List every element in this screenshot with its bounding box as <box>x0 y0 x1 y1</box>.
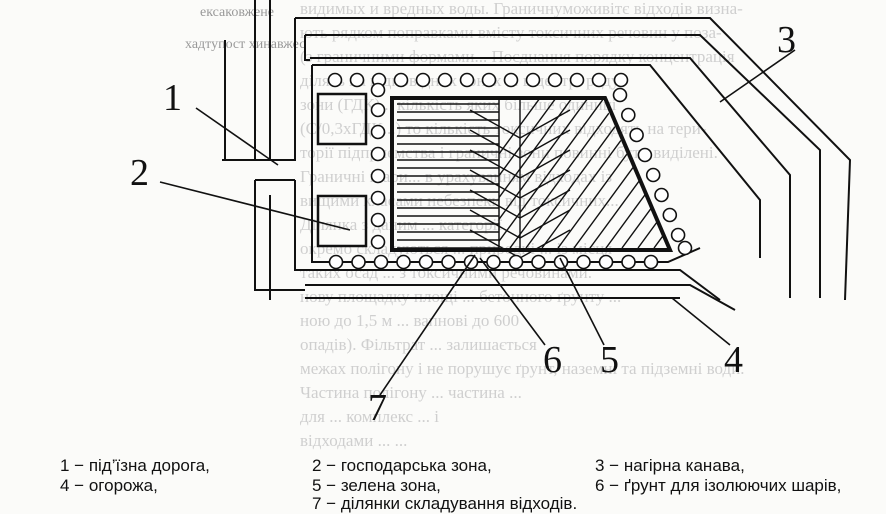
tree-circle <box>591 72 607 88</box>
tree-circle <box>662 207 678 223</box>
building-lower <box>316 194 368 248</box>
green-zone-trees <box>327 72 693 270</box>
tree-circle <box>327 72 343 88</box>
hatch-herringbone <box>469 100 571 259</box>
tree-circle <box>370 168 386 184</box>
scan-text-line: видимых и вредных воды. Граничнуможивітє… <box>300 0 743 18</box>
tree-circle <box>370 212 386 228</box>
tree-circle <box>620 107 636 123</box>
tree-circle <box>351 254 366 270</box>
tree-circle <box>645 167 661 183</box>
tree-circle <box>576 254 591 270</box>
legend-item-6: 6 − ґрунт для ізолюючих шарів, <box>595 476 842 495</box>
scan-text-line: опадів). Фільтрат ... залишається <box>300 335 537 354</box>
site-contours <box>222 0 852 311</box>
tree-circle <box>349 72 365 88</box>
tree-circle <box>508 254 524 270</box>
tree-circle <box>629 127 644 143</box>
callout-4: 4 <box>724 339 743 381</box>
landfill-scheme-diagram: ексаковжене хадтупост хинавжес <box>130 0 852 429</box>
tree-circle <box>503 72 519 88</box>
tree-circle <box>677 240 693 256</box>
scan-text-line: нову площадку площі ... бетонного ґрунту… <box>300 287 621 306</box>
storage-area-outline <box>390 96 674 252</box>
header-label-2: хадтупост хинавжес <box>185 37 305 52</box>
tree-circle <box>370 82 386 98</box>
scan-text-line: (з граничними формами... Поєднання поряд… <box>300 47 735 66</box>
tree-circle <box>441 254 456 270</box>
scan-text-line: для ... комплекс ... і <box>300 407 439 426</box>
callout-1: 1 <box>163 77 182 119</box>
hatch-horizontal <box>397 103 499 249</box>
tree-circle <box>598 254 614 270</box>
tree-circle <box>370 146 386 162</box>
tree-circle <box>459 72 475 88</box>
tree-circle <box>531 254 546 270</box>
callout-leaders <box>159 49 796 396</box>
household-zone <box>316 92 368 248</box>
tree-circle <box>613 72 629 88</box>
tree-circle <box>621 254 636 270</box>
tree-circle <box>612 87 628 103</box>
legend-item-5: 5 − зелена зона, <box>312 476 441 495</box>
scan-text-line: Частина полігону ... частина ... <box>300 383 522 402</box>
header-label-1: ексаковжене <box>200 5 274 20</box>
tree-circle <box>481 72 497 88</box>
tree-circle <box>370 124 386 140</box>
legend-item-7: 7 − ділянки складування відходів. <box>312 494 578 513</box>
tree-circle <box>393 72 409 88</box>
tree-circle <box>670 227 686 243</box>
scan-text-line: відходами ... ... <box>300 431 407 450</box>
tree-circle <box>370 234 386 250</box>
tree-circle <box>569 72 585 88</box>
tree-circle <box>370 102 386 118</box>
tree-circle <box>486 254 501 270</box>
callout-7: 7 <box>368 387 387 429</box>
callout-6: 6 <box>543 339 562 381</box>
tree-circle <box>373 254 389 270</box>
callout-3: 3 <box>777 19 796 61</box>
tree-circle <box>654 187 669 203</box>
scan-text-line: ною до 1,5 м ... вапнові до 600 <box>300 311 519 330</box>
tree-circle <box>637 147 653 163</box>
scan-text-line: ють рядком поправками вмісту токсичних р… <box>300 23 722 42</box>
tree-circle <box>553 254 569 270</box>
legend-item-2: 2 − господарська зона, <box>312 456 492 475</box>
tree-circle <box>396 254 411 270</box>
building-upper <box>316 92 368 146</box>
tree-circle <box>328 254 344 270</box>
tree-circle <box>525 72 541 88</box>
scan-text-line: межах полігону і не порушує ґрунт, назем… <box>300 359 745 378</box>
legend-item-1: 1 − під’їзна дорога, <box>60 456 210 475</box>
tree-circle <box>643 254 659 270</box>
legend-item-3: 3 − нагірна канава, <box>595 456 745 475</box>
tree-circle <box>415 72 431 88</box>
legend-item-4: 4 − огорожа, <box>60 476 158 495</box>
tree-circle <box>418 254 434 270</box>
legend: 1 − під’їзна дорога, 2 − господарська зо… <box>0 452 886 513</box>
tree-circle <box>370 190 386 206</box>
tree-circle <box>547 72 563 88</box>
callout-2: 2 <box>130 152 149 194</box>
tree-circle <box>437 72 453 88</box>
callout-5: 5 <box>600 339 619 381</box>
